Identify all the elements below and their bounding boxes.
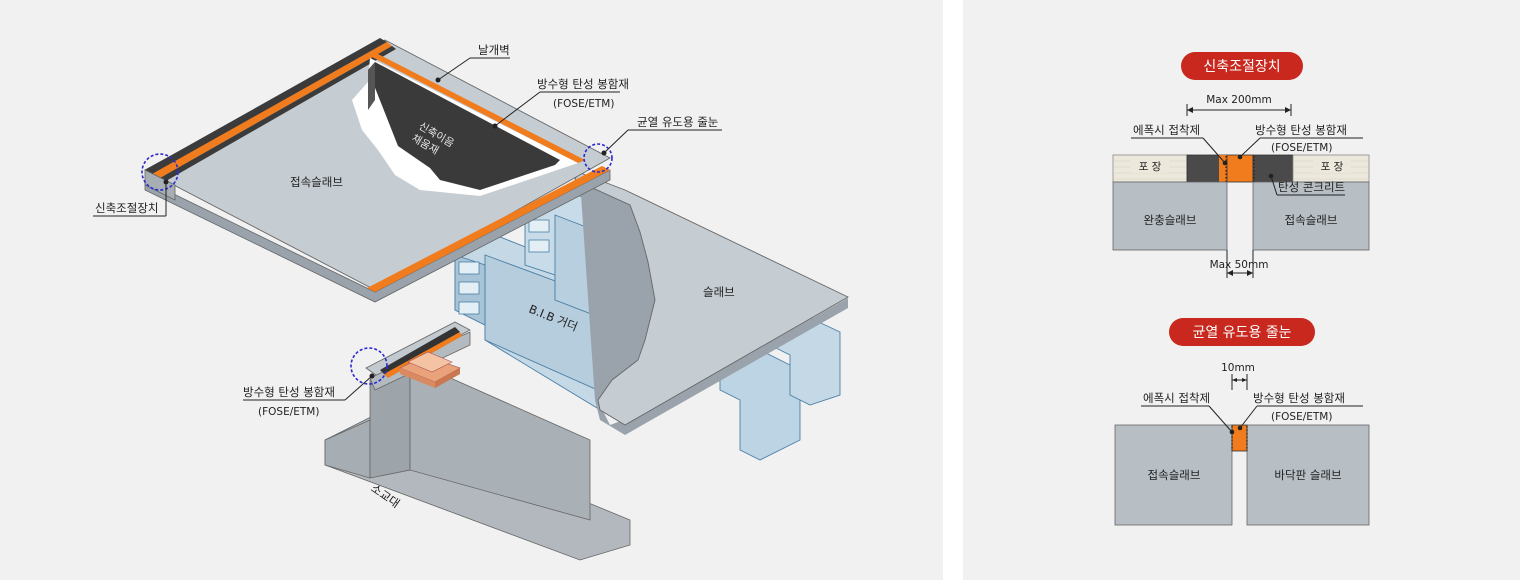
detail2-deck-slab <box>1246 424 1370 526</box>
detail-drawings: 신축조절장치 Max 200mm 포 장 포 장 <box>1112 52 1370 526</box>
detail2-sealant: 방수형 탄성 봉함재 <box>1253 391 1345 405</box>
detail-panel: 신축조절장치 Max 200mm 포 장 포 장 <box>963 0 1520 580</box>
leader-expansion: 신축조절장치 <box>93 179 169 217</box>
detail2-title: 균열 유도용 줄눈 <box>1192 325 1291 341</box>
approach-slab-label: 접속슬래브 <box>290 175 343 189</box>
detail1-sealant-sub: (FOSE/ETM) <box>1271 142 1332 154</box>
detail1-title: 신축조절장치 <box>1203 59 1280 75</box>
expansion-device-label: 신축조절장치 <box>95 201 158 215</box>
detail1-pave-left: 포 장 <box>1139 161 1162 173</box>
detail2-title-pill: 균열 유도용 줄눈 <box>1169 318 1315 346</box>
detail1-drawing: Max 200mm 포 장 포 장 완충슬래브 <box>1112 94 1370 278</box>
detail2-epoxy: 에폭시 접착제 <box>1143 391 1210 405</box>
detail2-approach-slab-label: 접속슬래브 <box>1148 468 1201 482</box>
detail1-pave-right: 포 장 <box>1321 161 1344 173</box>
wingwall-dark-strip <box>145 38 387 174</box>
sealant-top-label: 방수형 탄성 봉함재 <box>537 77 629 91</box>
detail1-epoxy: 에폭시 접착제 <box>1133 123 1200 137</box>
abutment-sealant-strip <box>380 327 460 375</box>
detail1-elastic-concrete: 탄성 콘크리트 <box>1278 180 1345 194</box>
leader-sealant-top: 방수형 탄성 봉함재 (FOSE/ETM) <box>492 77 629 129</box>
main-slab: 슬래브 <box>574 171 849 435</box>
detail1-max-top: Max 200mm <box>1206 94 1272 106</box>
detail2-drawing: 10mm 접속슬래브 바닥판 슬래브 에폭시 접착제 방수형 탄성 봉함재 (F… <box>1114 362 1370 526</box>
abutment <box>324 321 631 561</box>
isometric-panel: B.I.B 거더 슬래브 신축이음채움재 접속슬래브 날개벽 <box>0 0 943 580</box>
detail2-deck-slab-label: 바닥판 슬래브 <box>1274 468 1341 482</box>
parapet-label: 날개벽 <box>478 43 510 57</box>
isometric-bridge-diagram: B.I.B 거더 슬래브 신축이음채움재 접속슬래브 날개벽 <box>93 38 849 561</box>
leader-crack: 균열 유도용 줄눈 <box>601 115 722 156</box>
callout-circle-sealant <box>350 347 388 385</box>
detail2-approach-slab <box>1114 424 1233 526</box>
callout-circle-crack <box>583 143 613 173</box>
detail1-approach-slab-label: 접속슬래브 <box>1285 213 1338 227</box>
sealant-bottom-label: 방수형 탄성 봉함재 <box>243 385 335 399</box>
detail1-max-bottom: Max 50mm <box>1210 259 1269 271</box>
leader-parapet: 날개벽 <box>435 43 510 83</box>
detail2-sealant-sub: (FOSE/ETM) <box>1271 411 1332 423</box>
detail1-title-pill: 신축조절장치 <box>1181 52 1303 80</box>
leader-sealant-bottom: 방수형 탄성 봉함재 (FOSE/ETM) <box>243 373 375 418</box>
detail1-buffer-slab-label: 완충슬래브 <box>1144 213 1197 227</box>
crack-groove-label: 균열 유도용 줄눈 <box>637 115 718 129</box>
sealant-top-sub: (FOSE/ETM) <box>553 98 614 110</box>
detail1-approach-slab <box>1252 181 1370 251</box>
backfill-material <box>368 62 560 190</box>
bearing-pad <box>399 351 461 388</box>
sealant-bottom-sub: (FOSE/ETM) <box>258 406 319 418</box>
detail1-buffer-slab <box>1112 181 1228 251</box>
callout-circle-expansion <box>141 153 179 191</box>
slab-label: 슬래브 <box>703 285 735 299</box>
detail1-sealant: 방수형 탄성 봉함재 <box>1255 123 1347 137</box>
detail2-gap: 10mm <box>1221 362 1255 374</box>
approach-slab: 신축이음채움재 접속슬래브 <box>144 38 611 303</box>
